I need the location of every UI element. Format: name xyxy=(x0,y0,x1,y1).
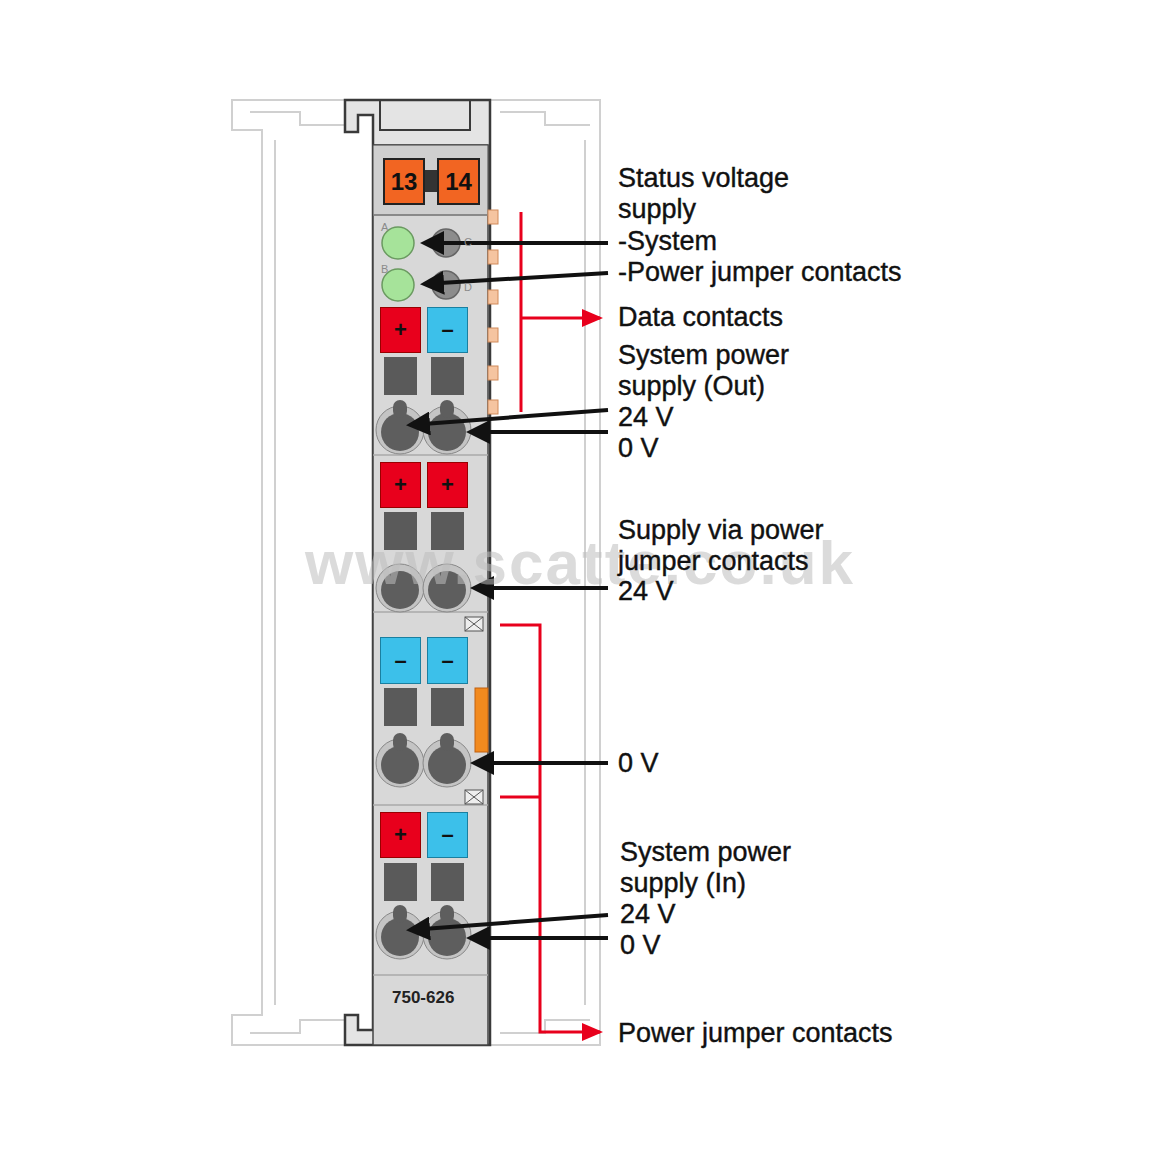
led-letter: D xyxy=(464,281,472,293)
node-text: 13 xyxy=(391,168,418,196)
voltage-label: 24 V xyxy=(618,402,674,433)
voltage-label: 0 V xyxy=(618,748,659,779)
polarity-marker: + xyxy=(380,812,421,858)
voltage-label: 0 V xyxy=(620,930,661,961)
callout-heading: System power supply (In) xyxy=(620,837,835,899)
callout-text: Data contacts xyxy=(618,302,783,333)
callout-text: -Power jumper contacts xyxy=(618,257,902,288)
data-contacts xyxy=(488,210,498,414)
node-text: 14 xyxy=(445,168,472,196)
node-text: + xyxy=(441,472,454,498)
status-leds xyxy=(382,227,460,301)
callout-heading: Supply via power jumper contacts xyxy=(618,515,903,577)
polarity-marker: + xyxy=(380,307,421,353)
node-text: + xyxy=(394,472,407,498)
led-letter: A xyxy=(381,221,388,233)
terminal-holes xyxy=(376,400,471,959)
node-text: + xyxy=(394,822,407,848)
polarity-marker: – xyxy=(380,637,421,684)
voltage-label: 24 V xyxy=(618,576,674,607)
power-jumper-contact xyxy=(475,688,488,752)
polarity-marker: – xyxy=(427,307,468,353)
polarity-marker: – xyxy=(427,812,468,858)
callout-heading: System power supply (Out) xyxy=(618,340,833,402)
led-letter: C xyxy=(464,236,472,248)
voltage-label: 0 V xyxy=(618,433,659,464)
node-text: – xyxy=(441,822,453,848)
node-text: + xyxy=(394,317,407,343)
led-letter: B xyxy=(381,263,388,275)
callout-heading: Status voltage supply xyxy=(618,163,833,225)
red-brackets xyxy=(500,212,600,1032)
callout-text: -System xyxy=(618,226,717,257)
terminal-number: 13 xyxy=(383,158,425,205)
node-text: – xyxy=(441,317,453,343)
voltage-label: 24 V xyxy=(620,899,676,930)
terminal-number: 14 xyxy=(437,158,480,205)
polarity-marker: – xyxy=(427,637,468,684)
node-text: – xyxy=(441,648,453,674)
callout-text: Power jumper contacts xyxy=(618,1018,893,1049)
node-text: – xyxy=(394,648,406,674)
polarity-marker: + xyxy=(380,462,421,508)
model-number: 750-626 xyxy=(392,988,454,1008)
polarity-marker: + xyxy=(427,462,468,508)
